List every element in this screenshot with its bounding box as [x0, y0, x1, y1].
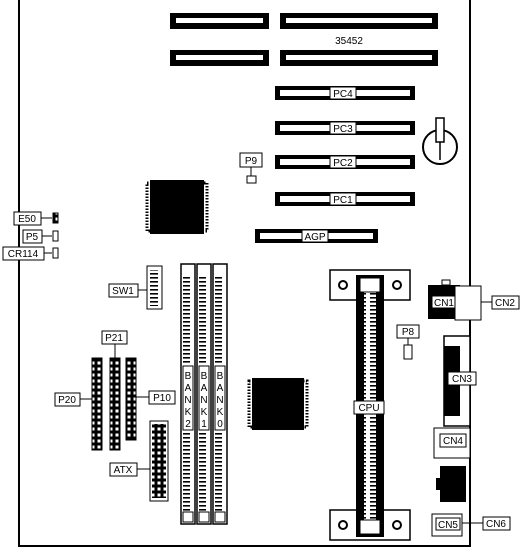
connector-label-cn1: CN1	[434, 298, 454, 309]
connector-label-cn5: CN5	[438, 520, 458, 531]
jumper-p9: P9	[239, 152, 263, 184]
board-outline	[18, 0, 471, 547]
board-number: 35452	[335, 36, 363, 47]
bank-letter: 0	[217, 419, 223, 430]
agp-label: AGP	[304, 232, 325, 243]
connector-label-cn2: CN2	[495, 298, 515, 309]
bank-letter: K	[201, 407, 208, 418]
connector-cn2: CN2	[441, 279, 520, 321]
jumper-label-p5: P5	[26, 232, 39, 243]
bank-letter: A	[185, 383, 192, 394]
pci-slot-pc2: PC2	[275, 155, 415, 169]
header-label-p21: P21	[105, 333, 123, 344]
header-label-p10: P10	[153, 393, 171, 404]
isa-slots	[170, 13, 438, 66]
connector-label-cn3: CN3	[452, 374, 472, 385]
pci-slot-pc1: PC1	[275, 192, 415, 206]
chipset-south	[247, 378, 309, 430]
pci-label-pc1: PC1	[333, 195, 353, 206]
jumper-label-p8: P8	[402, 327, 415, 338]
jumper-label-p9: P9	[245, 156, 258, 167]
pci-label-pc2: PC2	[333, 158, 353, 169]
header-p10: P10	[125, 357, 176, 441]
atx-power-connector: ATX	[109, 420, 169, 502]
bank-letter: 2	[185, 419, 191, 430]
bank-letter: K	[185, 407, 192, 418]
header-p21: P21	[101, 330, 128, 451]
connector-cn3: CN3	[443, 335, 477, 427]
jumper-e50: E50	[13, 211, 59, 226]
pci-label-pc4: PC4	[333, 89, 353, 100]
connector-cn5: CN5	[431, 513, 463, 537]
jumper-label-e50: E50	[18, 214, 36, 225]
bank-letter: K	[217, 407, 224, 418]
bank-letter: B	[217, 371, 224, 382]
jumper-label-cr114: CR114	[8, 249, 39, 260]
connector-cn4: CN4	[433, 427, 471, 459]
pci-label-pc3: PC3	[333, 124, 353, 135]
bank-letter: 1	[201, 419, 207, 430]
jumper-cr114: CR114	[2, 246, 59, 261]
header-label-p20: P20	[58, 395, 76, 406]
connector-label-cn6: CN6	[486, 519, 506, 530]
bank-letter: N	[200, 395, 207, 406]
memory-bank-0: B A N K 0	[212, 263, 228, 525]
bank-letter: N	[216, 395, 223, 406]
agp-slot: AGP	[255, 229, 378, 243]
pci-slot-pc4: PC4	[275, 86, 415, 100]
cpu-slot: CPU	[329, 269, 411, 541]
cpu-label: CPU	[358, 403, 379, 414]
jumper-p5: P5	[22, 229, 59, 244]
bank-letter: B	[201, 371, 208, 382]
switch-sw1: SW1	[108, 265, 163, 310]
memory-bank-1: B A N K 1	[196, 263, 212, 525]
jumper-p8: P8	[396, 324, 420, 360]
switch-label: SW1	[112, 286, 134, 297]
header-p20: P20	[54, 357, 103, 451]
audio-connector	[436, 466, 466, 502]
bank-letter: A	[201, 383, 208, 394]
bank-letter: N	[184, 395, 191, 406]
connector-label-cn4: CN4	[443, 436, 463, 447]
atx-label: ATX	[114, 465, 133, 476]
pci-slot-pc3: PC3	[275, 121, 415, 135]
bank-letter: B	[185, 371, 192, 382]
bank-letter: A	[217, 383, 224, 394]
battery-icon	[422, 117, 458, 165]
chipset-north	[145, 180, 209, 234]
memory-bank-2: B A N K 2	[180, 263, 196, 525]
connector-cn6: CN6	[462, 516, 511, 531]
